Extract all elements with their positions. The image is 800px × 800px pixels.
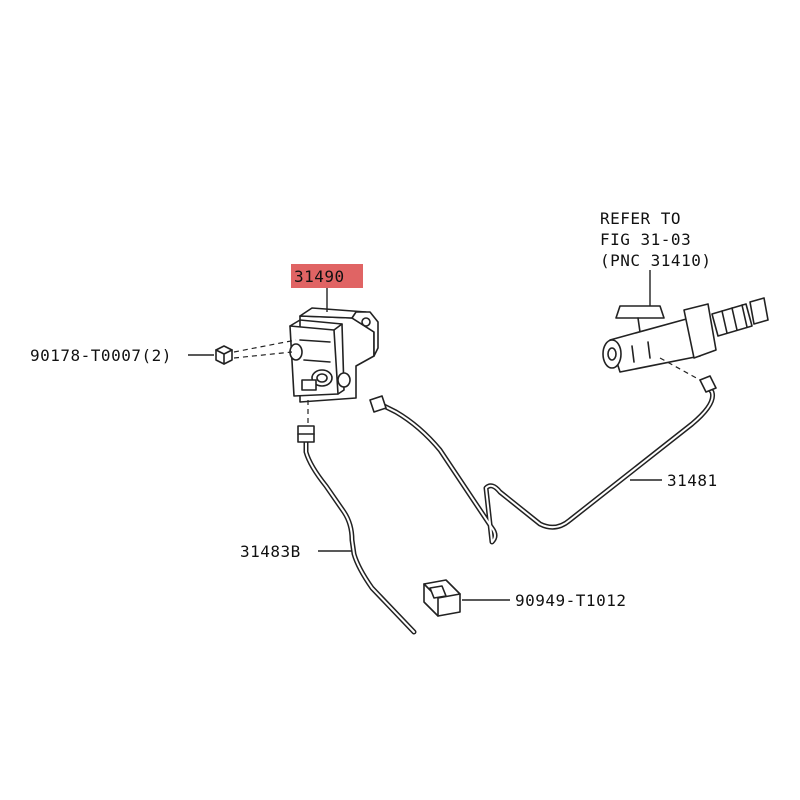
part-number-highlight (291, 264, 363, 288)
master-cylinder[interactable] (602, 297, 769, 373)
label-clip-90949: 90949-T1012 (515, 591, 626, 610)
nut-90178[interactable] (215, 345, 233, 365)
align-nut-bracket (233, 339, 297, 353)
align-cylinder-tube (659, 357, 701, 381)
label-refer-line1: REFER TO (600, 209, 681, 228)
label-31483B: 31483B (240, 542, 301, 561)
bracket-assembly-31490[interactable] (289, 307, 379, 403)
brake-tube-31481[interactable] (369, 375, 717, 545)
label-31490: 31490 (294, 267, 345, 286)
label-31481: 31481 (667, 471, 718, 490)
clip-90949[interactable] (423, 579, 461, 617)
label-nut-90178: 90178-T0007(2) (30, 346, 172, 365)
label-refer-line2: FIG 31-03 (600, 230, 691, 249)
label-refer-line3: (PNC 31410) (600, 251, 711, 270)
brake-tube-31483B[interactable] (297, 425, 417, 635)
